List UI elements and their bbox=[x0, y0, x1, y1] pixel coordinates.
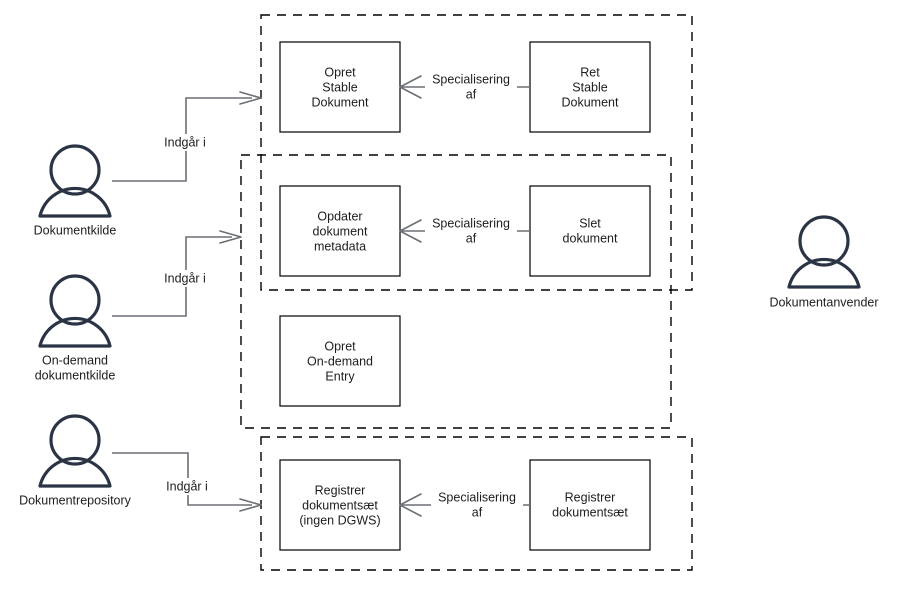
connection-specialisering-af-3[interactable]: Specialisering af bbox=[399, 486, 530, 521]
group-frame-on-demand[interactable] bbox=[240, 154, 672, 429]
usecase-opret-on-demand-entry[interactable]: Opret On-demand Entry bbox=[279, 315, 401, 407]
usecase-label-line1: Opdater bbox=[317, 209, 362, 223]
usecase-label-line1: Opret bbox=[324, 339, 356, 353]
edge-label-line2: af bbox=[466, 231, 477, 245]
usecase-label-line1: Registrer bbox=[315, 483, 366, 497]
usecase-label-line3: Entry bbox=[325, 369, 355, 383]
usecase-label-line2: dokument bbox=[563, 231, 618, 245]
actor-label-line1: On-demand bbox=[42, 353, 108, 367]
actor-label: Dokumentrepository bbox=[19, 493, 132, 507]
actor-icon bbox=[38, 144, 112, 218]
connection-specialisering-af-1[interactable]: Specialisering af bbox=[399, 68, 530, 103]
edge-label-bg bbox=[155, 270, 215, 287]
actor-label: Dokumentkilde bbox=[34, 223, 117, 237]
usecase-registrer-dokumentsaet-ingen-dgws[interactable]: Registrer dokumentsæt (ingen DGWS) bbox=[279, 459, 401, 551]
usecase-label-line1: Registrer bbox=[565, 490, 616, 504]
edge-label-line1: Specialisering bbox=[438, 490, 516, 504]
edge-label: Indgår i bbox=[164, 135, 206, 149]
actor-icon bbox=[787, 215, 861, 289]
actor-dokumentkilde[interactable]: Dokumentkilde bbox=[34, 144, 117, 237]
edge-label-line2: af bbox=[472, 505, 483, 519]
usecase-ret-stable-dokument[interactable]: Ret Stable Dokument bbox=[529, 41, 651, 133]
usecase-opdater-dokument-metadata[interactable]: Opdater dokument metadata bbox=[279, 185, 401, 277]
usecase-opret-stable-dokument[interactable]: Opret Stable Dokument bbox=[279, 41, 401, 133]
usecase-label-line2: Stable bbox=[572, 80, 607, 94]
usecase-label-line2: dokumentsæt bbox=[552, 505, 628, 519]
edge-label: Indgår i bbox=[164, 271, 206, 285]
edge-label-bg bbox=[425, 212, 517, 247]
usecase-label-line3: metadata bbox=[314, 239, 366, 253]
usecase-slet-dokument[interactable]: Slet dokument bbox=[529, 185, 651, 277]
usecase-registrer-dokumentsaet[interactable]: Registrer dokumentsæt bbox=[529, 459, 651, 551]
usecase-label-line2: On-demand bbox=[307, 354, 373, 368]
usecase-label-line2: Stable bbox=[322, 80, 357, 94]
actor-dokumentanvender[interactable]: Dokumentanvender bbox=[769, 215, 879, 309]
actor-label: Dokumentanvender bbox=[769, 295, 878, 309]
usecase-label-line2: dokumentsæt bbox=[302, 498, 378, 512]
usecase-label-line2: dokument bbox=[313, 224, 368, 238]
actor-dokumentrepository[interactable]: Dokumentrepository bbox=[19, 414, 132, 507]
usecase-label-line1: Ret bbox=[580, 65, 600, 79]
usecase-label-line1: Opret bbox=[324, 65, 356, 79]
edge-label-line1: Specialisering bbox=[432, 216, 510, 230]
actor-icon bbox=[38, 414, 112, 488]
edge-label-bg bbox=[431, 486, 523, 521]
edge-label-line1: Specialisering bbox=[432, 72, 510, 86]
usecase-label-line3: Dokument bbox=[562, 95, 619, 109]
actor-label-line2: dokumentkilde bbox=[35, 368, 116, 382]
edge-label-line2: af bbox=[466, 87, 477, 101]
edge-label-bg bbox=[157, 478, 217, 495]
group-frame-stable-dokument[interactable] bbox=[260, 14, 693, 291]
actor-on-demand-dokumentkilde[interactable]: On-demand dokumentkilde bbox=[35, 274, 116, 382]
usecase-label-line1: Slet bbox=[579, 216, 601, 230]
connection-indgaar-i-1[interactable]: Indgår i bbox=[112, 91, 262, 182]
connection-indgaar-i-2[interactable]: Indgår i bbox=[112, 230, 242, 317]
edge-label-bg bbox=[425, 68, 517, 103]
actor-icon bbox=[38, 274, 112, 348]
usecase-label-line3: (ingen DGWS) bbox=[299, 513, 380, 527]
group-frame-dokumentsaet[interactable] bbox=[260, 436, 693, 571]
usecase-label-line3: Dokument bbox=[312, 95, 369, 109]
edge-label-bg bbox=[155, 134, 215, 151]
connection-specialisering-af-2[interactable]: Specialisering af bbox=[399, 212, 530, 247]
edge-label: Indgår i bbox=[166, 479, 208, 493]
connection-indgaar-i-3[interactable]: Indgår i bbox=[112, 452, 262, 512]
